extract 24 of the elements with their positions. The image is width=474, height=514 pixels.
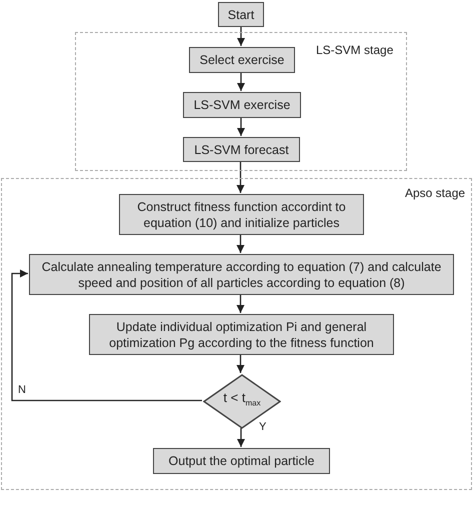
process-box: Calculate annealing temperature according to equation (7) and calculate speed and position of all particles according to equation (8) — [29, 254, 454, 295]
stage-group — [75, 32, 407, 171]
edge-label: N — [17, 384, 27, 396]
arrow — [236, 161, 244, 193]
arrow — [11, 270, 202, 402]
process-box: LS-SVM exercise — [183, 92, 301, 118]
arrow — [237, 428, 245, 447]
arrow — [237, 117, 245, 136]
arrow — [237, 72, 245, 91]
condition-text: t < t$_{max}$ — [223, 390, 261, 408]
edge-label: Y — [258, 421, 268, 433]
stage-label: Apso stage — [405, 186, 466, 200]
process-box: Select exercise — [189, 47, 295, 73]
process-box: Construct fitness function accordint to equation (10) and initialize particles — [119, 194, 364, 235]
process-box: Output the optimal particle — [153, 448, 330, 474]
stage-label: LS-SVM stage — [316, 43, 394, 57]
arrow — [236, 234, 244, 253]
stage-group — [1, 178, 472, 490]
process-box: Start — [218, 2, 264, 27]
process-box: LS-SVM forecast — [183, 137, 300, 162]
arrow — [237, 27, 245, 46]
process-box: Update individual optimization Pi and general optimization Pg according to the fitness function — [89, 314, 394, 355]
arrow — [236, 354, 244, 373]
arrow — [236, 294, 244, 313]
